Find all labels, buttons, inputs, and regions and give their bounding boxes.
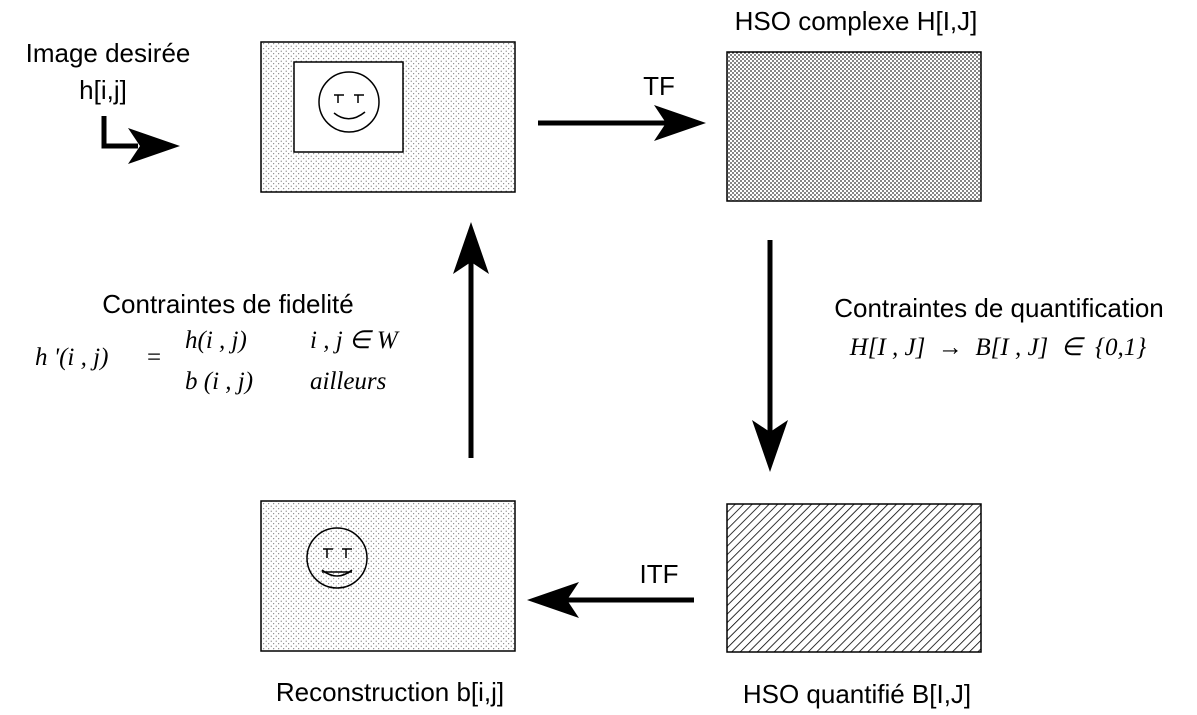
itf-arrow bbox=[527, 582, 694, 618]
reconstruction-panel bbox=[260, 500, 516, 652]
input-title: Image desirée bbox=[26, 38, 191, 68]
fidelity-formula: h '(i , j) = h(i , j) i , j ∈ W b (i , j… bbox=[35, 327, 400, 395]
input-arrow bbox=[101, 116, 180, 164]
smiley-face-icon bbox=[306, 527, 368, 589]
tf-arrow bbox=[538, 105, 706, 141]
hso-complex-panel bbox=[726, 51, 982, 202]
hso-quantified-label: HSO quantifié B[I,J] bbox=[743, 679, 971, 709]
input-variable: h[i,j] bbox=[79, 75, 127, 105]
formula-equals: = bbox=[147, 344, 161, 371]
formula-case2-cond: ailleurs bbox=[310, 368, 386, 395]
itf-label: ITF bbox=[640, 559, 679, 589]
tf-label: TF bbox=[643, 71, 675, 101]
formula-case1-expr: h(i , j) bbox=[185, 327, 247, 354]
hso-quantified-panel bbox=[726, 503, 982, 653]
quantification-formula: H[I , J] → B[I , J] ∈ {0,1} bbox=[849, 334, 1147, 361]
smiley-face-icon bbox=[318, 71, 380, 133]
quantification-arrow bbox=[752, 240, 788, 472]
desired-image-panel bbox=[260, 41, 516, 193]
quantification-constraints-title: Contraintes de quantification bbox=[834, 293, 1164, 323]
formula-lhs: h '(i , j) bbox=[35, 344, 108, 371]
fidelity-arrow bbox=[453, 222, 489, 458]
fidelity-constraints-title: Contraintes de fidelité bbox=[102, 289, 353, 319]
formula-case1-cond: i , j ∈ W bbox=[310, 327, 400, 354]
reconstruction-label: Reconstruction b[i,j] bbox=[276, 677, 504, 707]
hso-complex-label: HSO complexe H[I,J] bbox=[735, 6, 978, 36]
formula-case2-expr: b (i , j) bbox=[185, 368, 253, 395]
